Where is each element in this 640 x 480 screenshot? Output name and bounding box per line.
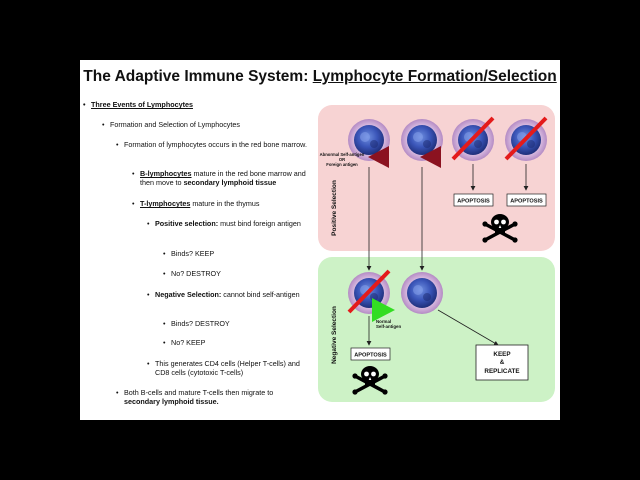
red-cross-mark — [451, 116, 495, 161]
bullet-negative-selection: Negative Selection: cannot bind self-ant… — [147, 290, 311, 300]
t-lymphocytes-text: mature in the thymus — [190, 199, 260, 208]
abnormal-antigen-triangle — [420, 146, 441, 168]
slide: The Adaptive Immune System: Lymphocyte F… — [80, 60, 560, 420]
keep-replicate-box — [475, 344, 529, 381]
selection-diagram: Positive Selection Negative Selection Ab… — [318, 105, 555, 402]
t-lymphocytes-term: T-lymphocytes — [140, 199, 191, 208]
bullet-three-events: Three Events of Lymphocytes — [83, 100, 291, 110]
apoptosis-box — [506, 193, 547, 207]
negative-selection-text: cannot bind self-antigen — [221, 290, 300, 299]
bullet-t-lymphocytes: T-lymphocytes mature in the thymus — [132, 199, 311, 209]
b-lymphocytes-term: B-lymphocytes — [140, 169, 192, 178]
slide-title: The Adaptive Immune System: Lymphocyte F… — [80, 68, 560, 86]
negative-selection-term: Negative Selection: — [155, 290, 222, 299]
keep-label: KEEP — [493, 351, 510, 358]
apoptosis-box — [453, 193, 494, 207]
replicate-label: REPLICATE — [484, 368, 519, 375]
bullet-b-lymphocytes: B-lymphocytes mature in the red bone mar… — [132, 169, 311, 188]
normal-antigen-label: Normal — [376, 319, 391, 324]
abnormal-antigen-triangle — [368, 146, 389, 168]
self-antigen-label: Self-antigen — [376, 324, 401, 329]
lymphocyte-cell — [401, 272, 443, 314]
bullet-formation-selection: Formation and Selection of Lymphocytes — [102, 120, 310, 130]
positive-selection-text: must bind foreign antigen — [218, 219, 301, 228]
b-lymphocytes-secondary: secondary lymphoid tissue — [183, 178, 277, 188]
red-cross-mark — [504, 116, 548, 161]
migrate-text: Both B-cells and mature T-cells then mig… — [124, 388, 274, 397]
title-main: The Adaptive Immune System: — [83, 68, 313, 85]
apoptosis-label: APOPTOSIS — [354, 353, 387, 359]
positive-selection-label: Positive Selection — [331, 180, 338, 236]
apoptosis-label: APOPTOSIS — [510, 199, 543, 205]
migrate-secondary: secondary lymphoid tissue. — [124, 397, 219, 407]
foreign-antigen-label: Foreign antigen — [326, 162, 358, 167]
apoptosis-box — [350, 347, 391, 361]
bullet-cd4-cd8: This generates CD4 cells (Helper T-cells… — [147, 359, 311, 378]
title-underlined: Lymphocyte Formation/Selection — [312, 68, 557, 85]
b-lymphocytes-text: mature in the red bone marrow and then m… — [140, 169, 306, 188]
abnormal-antigen-label: Abnormal Self-antigen — [320, 152, 365, 157]
normal-antigen-triangle — [372, 298, 395, 322]
bullet-no-destroy: No? DESTROY — [163, 269, 311, 279]
positive-selection-term: Positive selection: — [155, 219, 219, 228]
bullet-formation-red-marrow: Formation of lymphocytes occurs in the r… — [116, 140, 311, 150]
bullet-binds-destroy: Binds? DESTROY — [163, 319, 311, 329]
bullet-migrate: Both B-cells and mature T-cells then mig… — [116, 388, 311, 407]
bullet-no-keep: No? KEEP — [163, 338, 311, 348]
bullet-binds-keep: Binds? KEEP — [163, 249, 311, 259]
negative-selection-label: Negative Selection — [331, 306, 338, 364]
bullet-positive-selection: Positive selection: must bind foreign an… — [147, 219, 311, 229]
apoptosis-label: APOPTOSIS — [457, 199, 490, 205]
red-cross-mark — [347, 269, 391, 314]
ampersand-label: & — [500, 359, 505, 366]
abnormal-antigen-or: OR — [339, 157, 345, 162]
arrow-to-keep — [437, 309, 499, 346]
